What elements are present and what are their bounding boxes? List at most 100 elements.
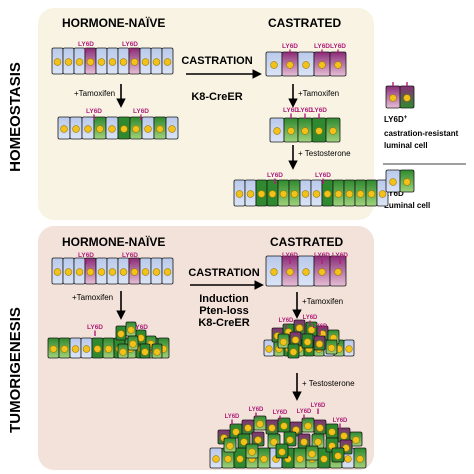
nucleus	[273, 127, 281, 135]
nucleus	[286, 436, 294, 444]
top-castrated-cell	[265, 51, 283, 77]
bottom-ptenloss-label: Pten-loss	[199, 305, 249, 317]
nucleus	[119, 268, 128, 276]
bottom-testosterone-cell	[353, 447, 367, 469]
nucleus	[302, 268, 310, 276]
bottom-testosterone-tumor-cell	[283, 431, 297, 447]
nucleus	[97, 58, 106, 66]
top-castrated-ly6d-2: LY6D	[314, 43, 330, 50]
bottom-testosterone-ly6d-5: LY6D	[311, 403, 326, 409]
bottom-castrated-tumor-cell	[287, 343, 300, 359]
nucleus	[75, 58, 84, 66]
nucleus	[345, 345, 353, 353]
top-testosterone-cell	[288, 179, 301, 207]
nucleus	[82, 345, 91, 353]
nucleus	[308, 450, 316, 458]
bottom-castrated-ly6d-3: LY6D	[332, 252, 348, 259]
nucleus	[320, 455, 328, 463]
bottom-naive-tamox-cell	[91, 337, 104, 359]
nucleus	[152, 58, 161, 66]
bottom-naive-tumor-cell	[125, 321, 137, 337]
nucleus	[137, 334, 145, 342]
bottom-castrated-tamox-ly6d-3: LY6D	[313, 324, 328, 330]
bottom-castrated-cell	[265, 255, 283, 287]
bottom-testosterone-tumor-cell	[301, 417, 315, 433]
nucleus	[352, 436, 360, 444]
bottom-castrated-tumor-cell	[325, 339, 338, 355]
top-castrated-cell	[313, 51, 331, 77]
nucleus	[130, 58, 139, 66]
nucleus	[287, 127, 295, 135]
nucleus	[378, 190, 387, 198]
nucleus	[290, 190, 299, 198]
bottom-castrated-tumor-cell	[313, 335, 326, 351]
bottom-naive-cell	[84, 257, 97, 285]
nucleus	[72, 125, 80, 133]
nucleus	[301, 127, 309, 135]
nucleus	[212, 455, 220, 463]
nucleus	[257, 190, 266, 198]
nucleus	[280, 422, 288, 430]
top-naive-cell	[62, 47, 75, 75]
bottom-testosterone-tumor-cell	[325, 423, 339, 439]
nucleus	[327, 344, 336, 352]
nucleus	[141, 268, 150, 276]
nucleus	[268, 424, 276, 432]
nucleus	[270, 438, 278, 446]
top-naive-tamox-cell	[93, 116, 107, 140]
top-naive-tamox-cell	[81, 116, 95, 140]
top-testosterone-cell	[310, 179, 323, 207]
nucleus	[108, 268, 117, 276]
top-testosterone-cell	[376, 179, 389, 207]
legend-positive-cell-1	[385, 85, 401, 109]
nucleus	[356, 455, 364, 463]
nucleus	[97, 268, 106, 276]
nucleus	[334, 61, 342, 69]
top-testosterone-cell	[277, 179, 290, 207]
bottom-naive-tumor-cell	[151, 343, 163, 359]
nucleus	[232, 428, 240, 436]
nucleus	[75, 268, 84, 276]
nucleus	[315, 340, 324, 348]
bottom-naive-ly6d-1: LY6D	[78, 252, 94, 259]
nucleus	[340, 432, 348, 440]
nucleus	[279, 190, 288, 198]
bottom-castrated-cell	[313, 255, 331, 287]
bottom-testosterone-ly6d-6: LY6D	[333, 418, 348, 424]
nucleus	[108, 58, 117, 66]
top-testosterone-cell	[321, 179, 334, 207]
nucleus	[60, 345, 69, 353]
top-naive-tamox-cell	[141, 116, 155, 140]
bottom-testosterone-tumor-cell	[253, 415, 267, 431]
nucleus	[129, 340, 137, 348]
nucleus	[108, 125, 116, 133]
bottom-testosterone-cell	[209, 447, 223, 469]
bottom-testosterone-ly6d-4: LY6D	[297, 409, 312, 415]
top-testosterone-ly6d-1: LY6D	[267, 172, 283, 179]
bottom-naive-cell	[161, 257, 174, 285]
nucleus	[119, 348, 127, 356]
legend-negative-desc: Luminal cell	[384, 201, 430, 210]
bottom-naive-tumor-cell	[117, 343, 129, 359]
bottom-testosterone-tumor-cell	[275, 443, 289, 459]
top-testosterone-cell	[233, 179, 246, 207]
nucleus	[278, 448, 286, 456]
nucleus	[144, 125, 152, 133]
bottom-naive-tamox-cell	[80, 337, 93, 359]
top-naive-tamox-cell	[153, 116, 167, 140]
bottom-naive-cell	[106, 257, 119, 285]
top-testosterone: + Testosterone	[298, 149, 351, 158]
nucleus	[119, 58, 128, 66]
bottom-castrated-ly6d-2: LY6D	[314, 252, 330, 259]
top-castrated-tamox-cell	[283, 117, 299, 143]
legend-positive-desc-1: castration-resistant	[384, 129, 459, 138]
top-naive-cell	[51, 47, 64, 75]
bottom-castrated-cell	[297, 255, 315, 287]
nucleus	[130, 268, 139, 276]
bottom-induction-label: Induction	[199, 293, 249, 305]
top-naive-cell	[139, 47, 152, 75]
top-testosterone-cell	[299, 179, 312, 207]
top-tamoxifen-right: +Tamoxifen	[298, 89, 339, 98]
top-castrated-ly6d-1: LY6D	[282, 43, 298, 50]
